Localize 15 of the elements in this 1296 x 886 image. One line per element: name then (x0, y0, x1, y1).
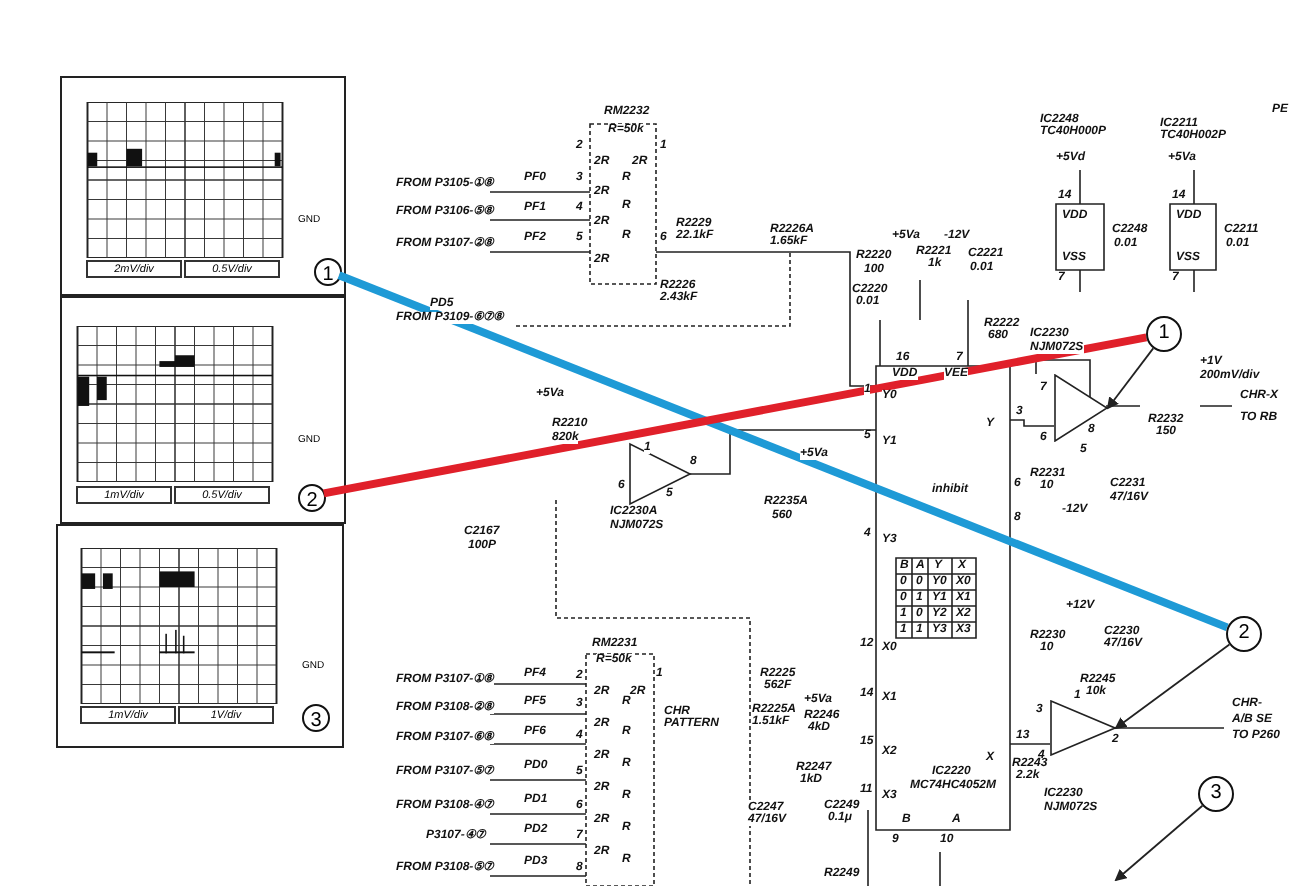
callout-number: 2 (298, 484, 326, 512)
callout-number: 1 (1146, 316, 1182, 352)
connector-line (337, 271, 1229, 632)
oscilloscope-panel (56, 524, 344, 748)
leader-line (1114, 804, 1204, 882)
callout-number: 3 (1198, 776, 1234, 812)
connector-line (1114, 643, 1231, 730)
op-amp-symbol (1054, 374, 1108, 442)
callout-number: 2 (1226, 616, 1262, 652)
op-amp-symbol (1050, 700, 1116, 756)
oscilloscope-panel (60, 76, 346, 296)
connector-line (1106, 347, 1155, 410)
oscilloscope-panel (60, 296, 346, 524)
callout-number: 1 (314, 258, 342, 286)
callout-number: 3 (302, 704, 330, 732)
